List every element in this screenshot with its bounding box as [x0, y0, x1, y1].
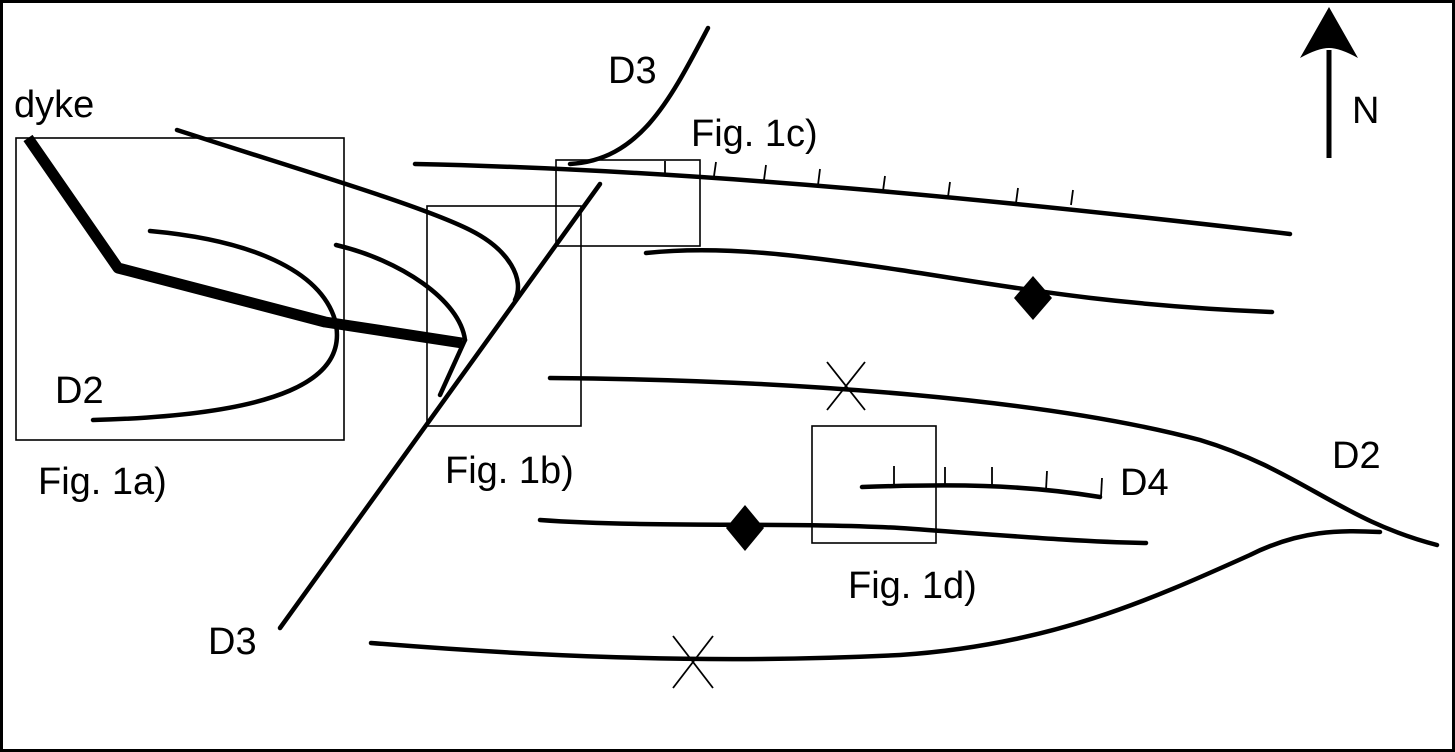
d2-label-left: D2 [55, 370, 104, 412]
d3-label-top: D3 [608, 50, 657, 92]
dyke-label: dyke [14, 84, 94, 126]
d2-fold-inner-tail [437, 337, 468, 398]
diamond-icon [726, 505, 764, 551]
cross-icon [826, 361, 866, 411]
d3-fault-diagonal [277, 181, 603, 631]
d4-fault [859, 483, 1103, 500]
dyke-line [23, 134, 463, 349]
ew-fault-north [412, 161, 1293, 237]
north-label: N [1352, 90, 1379, 132]
fig-1c-label: Fig. 1c) [691, 113, 818, 155]
synform-trace-upper [547, 375, 1440, 548]
d2-label-right: D2 [1332, 435, 1381, 477]
diamond-icon [1014, 276, 1052, 320]
d2-fold-inner [90, 228, 340, 423]
ew-fault-north-ticks [664, 161, 1074, 206]
d2-fold-mid [333, 242, 468, 343]
cross-icon [672, 635, 714, 689]
synform-trace-lower [368, 528, 1383, 662]
d2-fold-outer [174, 127, 521, 303]
fig-1c-box [555, 159, 701, 247]
fig-1a-label: Fig. 1a) [38, 461, 167, 503]
north-arrow-icon [1300, 7, 1358, 158]
antiform-trace-upper [643, 247, 1275, 315]
d3-label-bottom: D3 [208, 621, 257, 663]
d4-label: D4 [1120, 462, 1169, 504]
fig-1b-box [426, 205, 582, 427]
fig-1d-label: Fig. 1d) [848, 565, 977, 607]
fig-1b-label: Fig. 1b) [445, 450, 574, 492]
d3-fault-curved [567, 25, 711, 167]
fig-1a-box [15, 137, 345, 441]
antiform-trace-lower [537, 517, 1149, 546]
d4-fault-ticks [893, 466, 1103, 498]
